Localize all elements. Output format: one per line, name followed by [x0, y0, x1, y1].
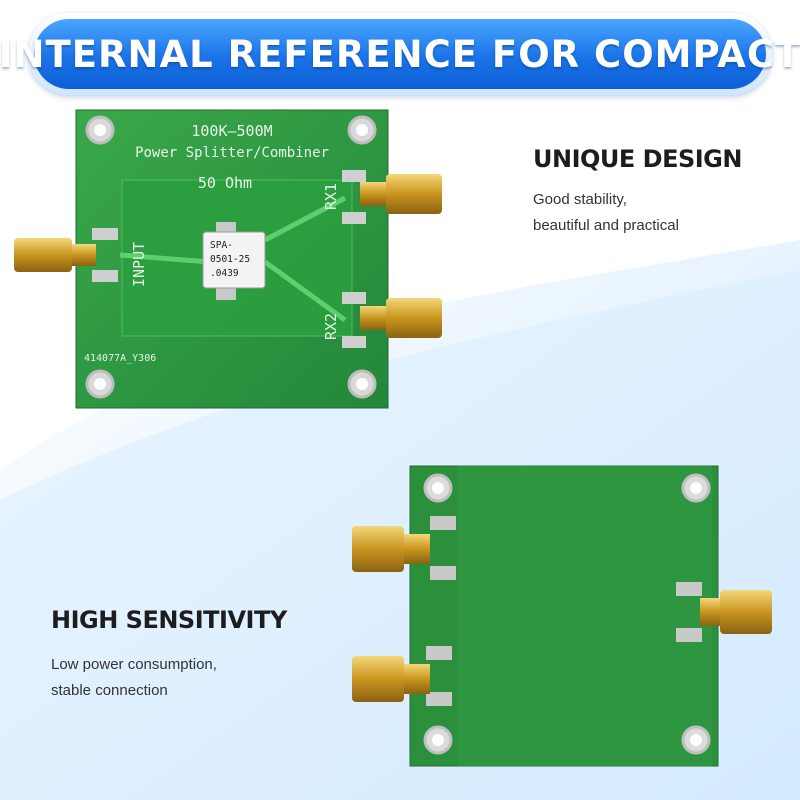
splitter-chip: SPA- 0501-25 .0439 [202, 222, 266, 300]
header-banner-inner: INTERNAL REFERENCE FOR COMPACT [0, 19, 800, 89]
board-name-label: Power Splitter/Combiner [135, 145, 329, 161]
sma-connector-back-left-top [352, 526, 430, 572]
board-frequency-label: 100K—500M [191, 122, 272, 140]
sma-connector-back-right [700, 590, 772, 634]
mounting-hole-icon [85, 115, 115, 145]
chip-label: SPA- [210, 240, 233, 251]
feature-title-high-sensitivity: HIGH SENSITIVITY [51, 606, 287, 634]
board-impedance-label: 50 Ohm [198, 174, 252, 192]
feature-description-high-sensitivity: Low power consumption, stable connection [51, 652, 217, 704]
sma-connector-rx2 [360, 298, 442, 338]
header-banner: INTERNAL REFERENCE FOR COMPACT [0, 13, 800, 95]
part-number-label: 414077A_Y306 [84, 353, 156, 364]
port-input-label: INPUT [130, 242, 148, 287]
mounting-hole-icon [423, 725, 453, 755]
port-rx1-label: RX1 [322, 183, 340, 210]
sma-connector-back-left-bottom [352, 656, 430, 702]
feature-line: Low power consumption, [51, 656, 217, 673]
feature-line: beautiful and practical [533, 217, 679, 234]
feature-description-unique-design: Good stability, beautiful and practical [533, 187, 679, 239]
feature-title-unique-design: UNIQUE DESIGN [533, 145, 742, 173]
mounting-hole-icon [681, 725, 711, 755]
mounting-hole-icon [681, 473, 711, 503]
sma-connector-input [14, 238, 96, 272]
pcb-board-back [409, 465, 719, 767]
mounting-hole-icon [347, 369, 377, 399]
port-rx2-label: RX2 [322, 313, 340, 340]
chip-label: .0439 [210, 268, 239, 279]
mounting-hole-icon [423, 473, 453, 503]
chip-label: 0501-25 [210, 254, 250, 265]
feature-line: stable connection [51, 682, 168, 699]
feature-line: Good stability, [533, 191, 627, 208]
pcb-board-front: 100K—500M Power Splitter/Combiner 50 Ohm… [75, 109, 389, 409]
banner-title: INTERNAL REFERENCE FOR COMPACT [0, 32, 800, 76]
mounting-hole-icon [347, 115, 377, 145]
sma-connector-rx1 [360, 174, 442, 214]
mounting-hole-icon [85, 369, 115, 399]
